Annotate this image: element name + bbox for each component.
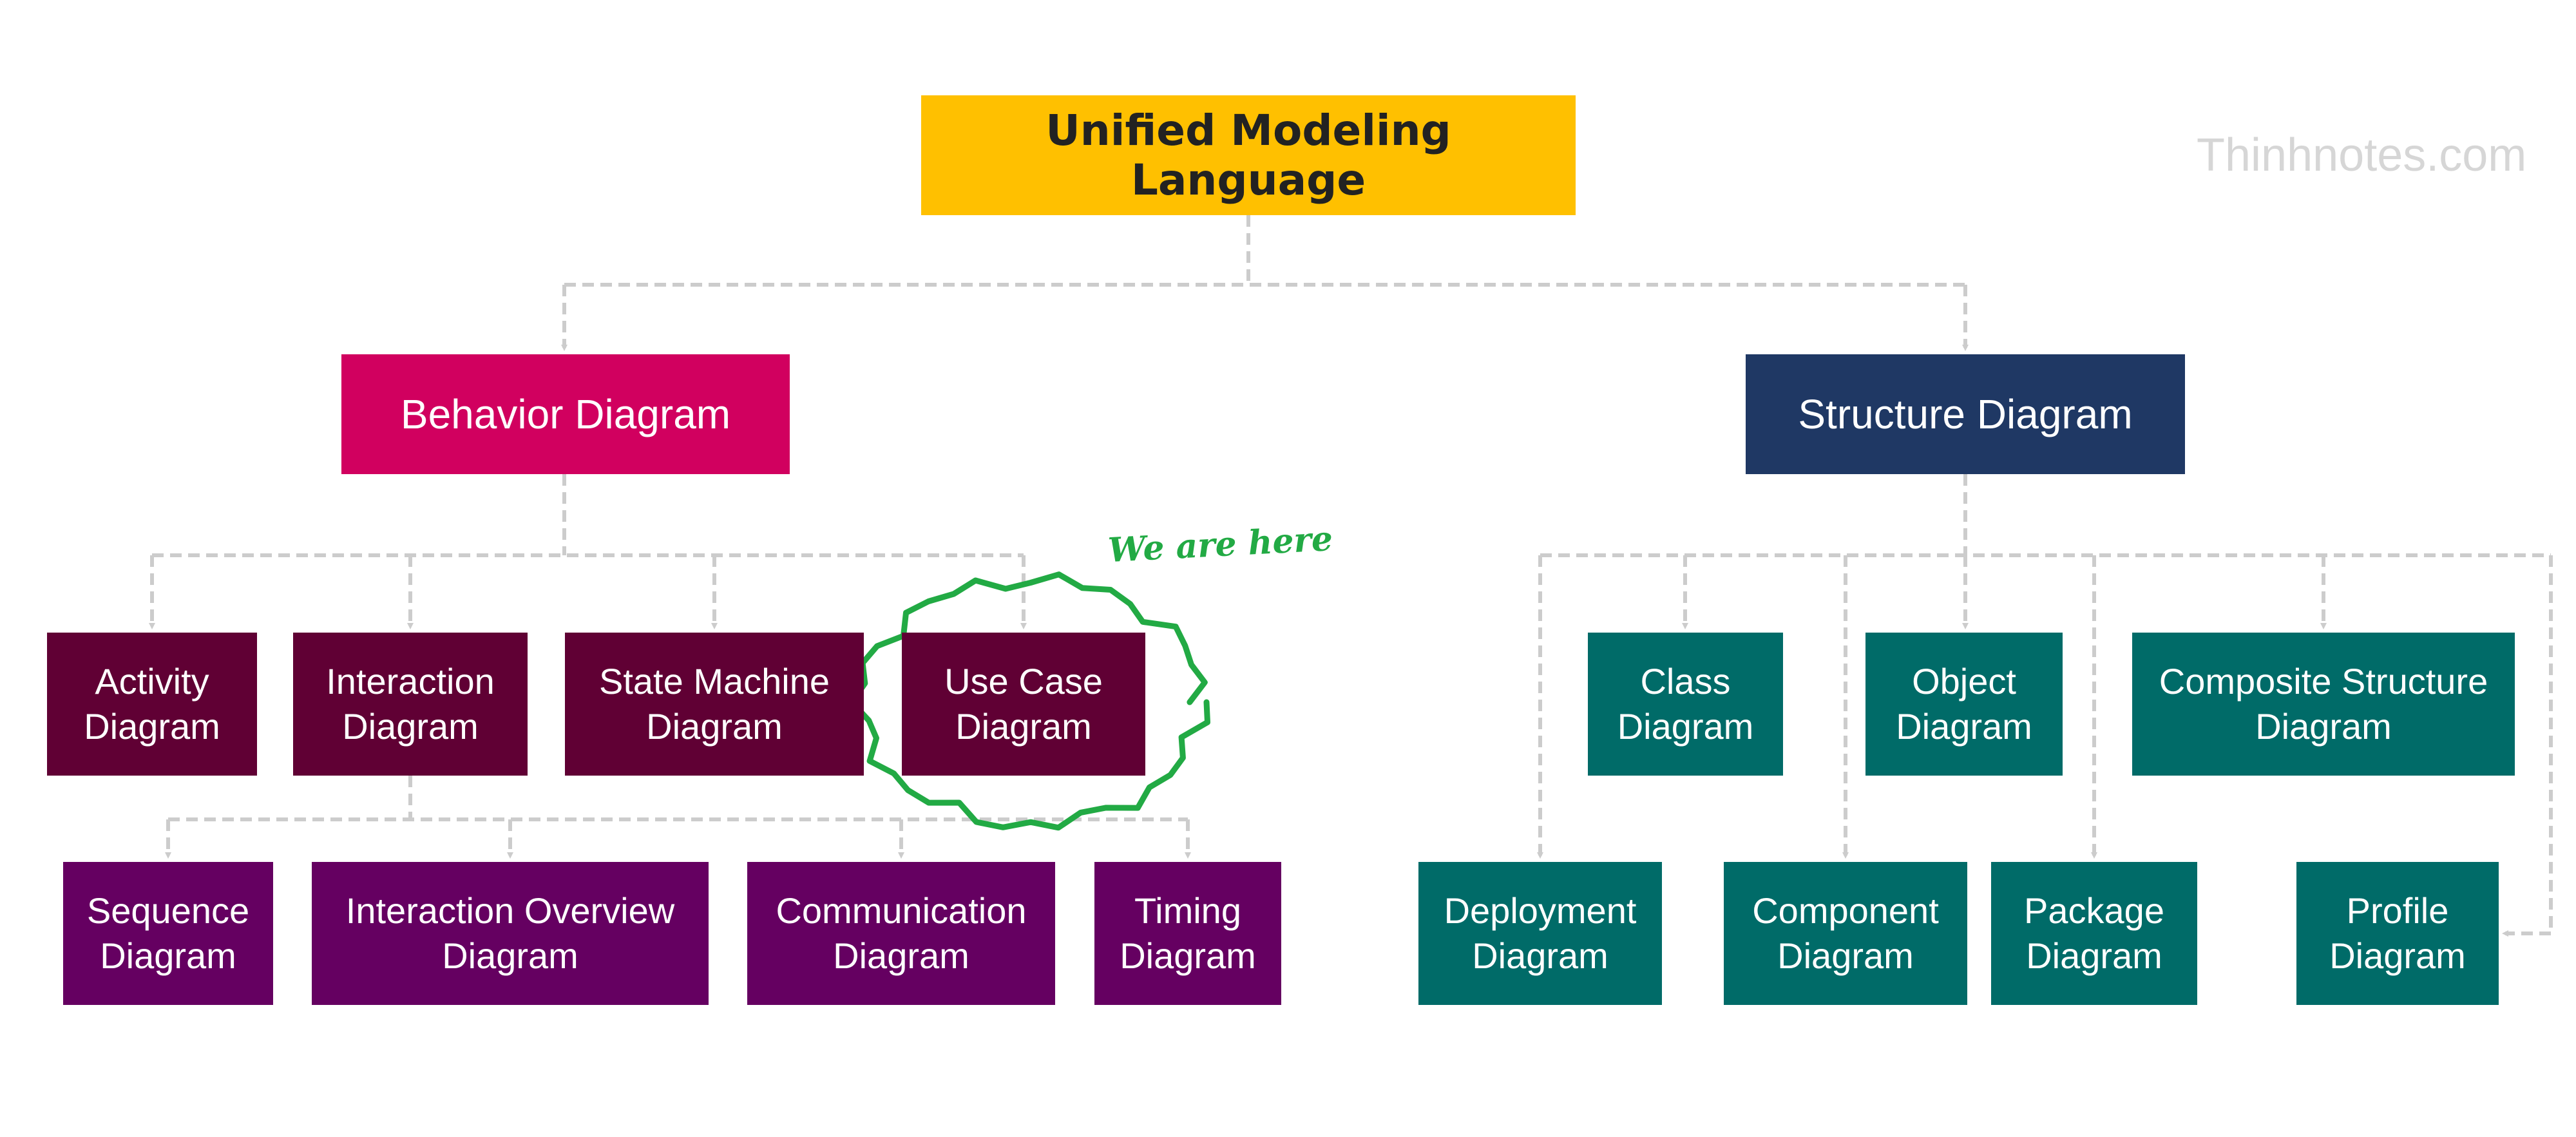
sequence-diagram-label: Sequence Diagram [86, 890, 250, 976]
activity-diagram-label: Activity Diagram [84, 661, 220, 747]
root-node-uml: Unified Modeling Language [921, 95, 1576, 215]
behavior-diagram-label: Behavior Diagram [400, 391, 731, 437]
deployment-diagram-node: Deployment Diagram [1418, 862, 1662, 1005]
state-machine-diagram-node: State Machine Diagram [565, 633, 864, 776]
class-diagram-node: Class Diagram [1588, 633, 1783, 776]
class-diagram-label: Class Diagram [1617, 661, 1754, 747]
package-diagram-label: Package Diagram [2024, 890, 2164, 976]
composite-structure-diagram-label: Composite Structure Diagram [2159, 661, 2488, 747]
timing-diagram-node: Timing Diagram [1094, 862, 1281, 1005]
object-diagram-label: Object Diagram [1896, 661, 2032, 747]
structure-diagram-node: Structure Diagram [1746, 354, 2185, 474]
sequence-diagram-node: Sequence Diagram [63, 862, 273, 1005]
object-diagram-node: Object Diagram [1865, 633, 2063, 776]
interaction-overview-diagram-label: Interaction Overview Diagram [345, 890, 675, 976]
interaction-diagram-node: Interaction Diagram [293, 633, 528, 776]
structure-diagram-label: Structure Diagram [1798, 391, 2133, 437]
communication-diagram-node: Communication Diagram [747, 862, 1055, 1005]
interaction-overview-diagram-node: Interaction Overview Diagram [312, 862, 709, 1005]
communication-diagram-label: Communication Diagram [776, 890, 1027, 976]
activity-diagram-node: Activity Diagram [47, 633, 257, 776]
use-case-diagram-label: Use Case Diagram [944, 661, 1103, 747]
behavior-diagram-node: Behavior Diagram [341, 354, 790, 474]
package-diagram-node: Package Diagram [1991, 862, 2197, 1005]
profile-diagram-node: Profile Diagram [2296, 862, 2499, 1005]
use-case-diagram-node: Use Case Diagram [902, 633, 1145, 776]
root-node-label: Unified Modeling Language [1045, 106, 1451, 205]
profile-diagram-label: Profile Diagram [2329, 890, 2466, 976]
interaction-diagram-label: Interaction Diagram [326, 661, 495, 747]
component-diagram-node: Component Diagram [1724, 862, 1967, 1005]
component-diagram-label: Component Diagram [1752, 890, 1939, 976]
timing-diagram-label: Timing Diagram [1120, 890, 1256, 976]
deployment-diagram-label: Deployment Diagram [1444, 890, 1637, 976]
watermark-text: Thinhnotes.com [2197, 129, 2527, 181]
composite-structure-diagram-node: Composite Structure Diagram [2132, 633, 2515, 776]
state-machine-diagram-label: State Machine Diagram [599, 661, 830, 747]
